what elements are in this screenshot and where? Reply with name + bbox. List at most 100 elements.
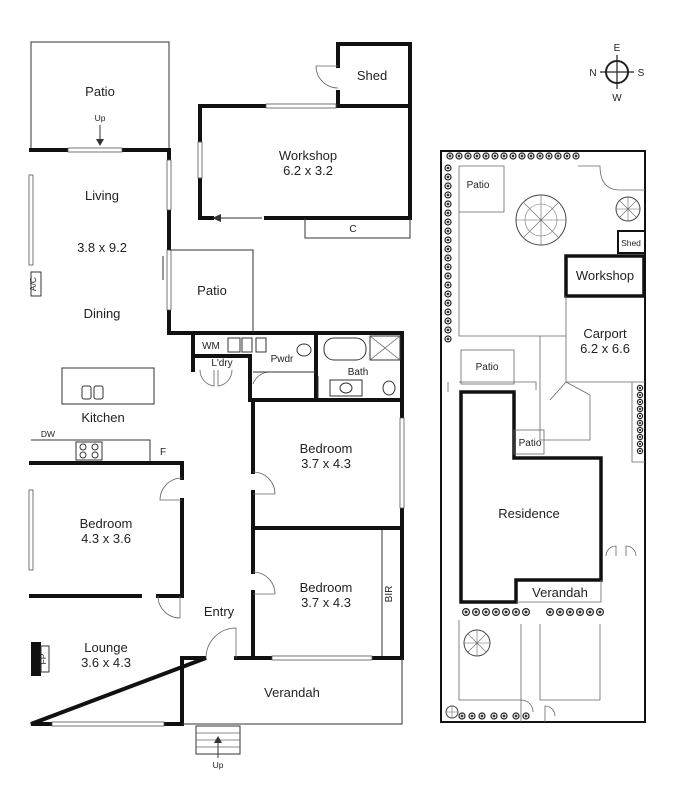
living-window-left — [28, 174, 34, 266]
ac-unit — [30, 271, 42, 297]
site-garden-path — [458, 212, 566, 337]
pwdr-label: Pwdr — [271, 354, 294, 365]
hedge-shrub-icon-center — [446, 211, 450, 215]
ac-label: A/C — [28, 277, 38, 291]
hedge-shrub-icon-center — [568, 610, 572, 614]
bath-toilet — [382, 380, 396, 396]
hedge-top — [446, 152, 580, 160]
lounge-door-swing — [157, 595, 181, 619]
bedroom-2-name-label: Bedroom — [80, 516, 133, 531]
site-verandah-area — [516, 580, 602, 603]
hedge-shrub-icon-center — [446, 328, 450, 332]
hedge-shrub-icon-center — [446, 310, 450, 314]
hedge-shrub-icon-center — [484, 610, 488, 614]
hedge-bottom — [458, 607, 604, 720]
hedge-shrub-icon-center — [494, 610, 498, 614]
shed-door-swing — [315, 65, 339, 89]
hedge-shrub-icon-center — [565, 154, 569, 158]
site-boundary — [440, 150, 646, 723]
bath-basin — [339, 382, 353, 394]
hedge-shrub-icon-center — [446, 256, 450, 260]
compass-w-label: W — [612, 93, 622, 104]
dining-window-right — [166, 249, 172, 311]
pwdr-walls — [248, 331, 404, 402]
hedge-shrub-icon-center — [480, 714, 484, 718]
shrub-front-2-icon — [445, 705, 459, 719]
cooktop-burner-4 — [91, 451, 99, 459]
hedge-shrub-icon-center — [448, 154, 452, 158]
hedge-shrub-icon-center — [502, 154, 506, 158]
site-patio-inner-area — [513, 429, 545, 455]
main-floor-plan: Patio Up Shed Workshop 6.2 x 3.2 C Patio… — [28, 41, 412, 770]
hedge-shrub-icon-center — [538, 154, 542, 158]
hedge-shrub-icon-center — [502, 714, 506, 718]
site-path-left — [447, 381, 537, 392]
laundry-tub-2 — [241, 337, 253, 353]
bedroom-1-door-swing — [252, 471, 276, 495]
hedge-shrub-icon-center — [446, 274, 450, 278]
tree-small-icon — [615, 196, 641, 222]
hedge-shrub-icon-center — [466, 154, 470, 158]
hedge-shrub-icon-center — [588, 610, 592, 614]
site-carport-dims-label: 6.2 x 6.6 — [580, 341, 630, 356]
hedge-shrub-icon-center — [514, 714, 518, 718]
hedge-left — [444, 164, 452, 343]
hedge-shrub-icon-center — [638, 414, 642, 418]
living-window-right — [166, 159, 172, 211]
steps-up-arrowhead — [214, 736, 222, 743]
bath-vanity — [329, 379, 363, 397]
bir-label: BIR — [384, 586, 395, 603]
hedge-shrub-icon-center — [638, 386, 642, 390]
site-patio-inner-label: Patio — [519, 438, 542, 449]
hedge-shrub-icon-center — [446, 319, 450, 323]
hedge-shrub-icon-center — [457, 154, 461, 158]
hedge-shrub-icon-center — [446, 220, 450, 224]
patio-top-up-label: Up — [95, 113, 106, 123]
workshop-dims-label: 6.2 x 3.2 — [283, 163, 333, 178]
steps-up-label: Up — [213, 760, 224, 770]
hedge-shrub-icon-center — [556, 154, 560, 158]
compass-e-label: E — [614, 43, 621, 54]
bedroom-1-window — [399, 417, 405, 509]
hedge-shrub-icon-center — [446, 337, 450, 341]
hedge-shrub-icon-center — [638, 400, 642, 404]
shed-label: Shed — [357, 68, 387, 83]
workshop-window-left — [197, 141, 203, 179]
hedge-shrub-icon-center — [446, 229, 450, 233]
fireplace — [31, 642, 41, 676]
hedge-shrub-icon-center — [446, 292, 450, 296]
bedroom-2-door-swing — [159, 477, 183, 501]
site-carport-name-label: Carport — [583, 326, 627, 341]
workshop-name-label: Workshop — [279, 148, 337, 163]
house-outer-walls — [29, 148, 404, 726]
pwdr-door-swing — [252, 371, 271, 385]
hedge-shrub-icon-center — [504, 610, 508, 614]
hedge-shrub-icon-center — [520, 154, 524, 158]
patio-mid-label: Patio — [197, 283, 227, 298]
hedge-shrub-icon-center — [638, 442, 642, 446]
laundry-walls — [191, 331, 252, 377]
entry-door-swing — [205, 627, 237, 659]
verandah-area — [182, 658, 403, 725]
site-workshop-label: Workshop — [576, 268, 634, 283]
hedge-shrub-icon-center — [598, 610, 602, 614]
bedroom-1-name-label: Bedroom — [300, 441, 353, 456]
hedge-shrub-icon-center — [475, 154, 479, 158]
hedge-shrub-icon-center — [446, 166, 450, 170]
verandah-label: Verandah — [264, 685, 320, 700]
bedroom-3-name-label: Bedroom — [300, 580, 353, 595]
hedge-shrub-icon-center — [446, 193, 450, 197]
workshop-window-top — [265, 103, 337, 109]
hedge-shrub-icon-center — [492, 714, 496, 718]
pwdr-basin — [255, 337, 267, 353]
fridge-label: F — [160, 447, 166, 458]
hedge-shrub-icon-center — [638, 421, 642, 425]
tree-large-icon — [515, 194, 567, 246]
site-path-top — [578, 165, 645, 191]
hedge-shrub-icon-center — [547, 154, 551, 158]
hedge-right — [636, 384, 644, 455]
site-residence-label: Residence — [498, 506, 559, 521]
hedge-shrub-icon-center — [524, 610, 528, 614]
laundry-tub — [227, 337, 241, 353]
